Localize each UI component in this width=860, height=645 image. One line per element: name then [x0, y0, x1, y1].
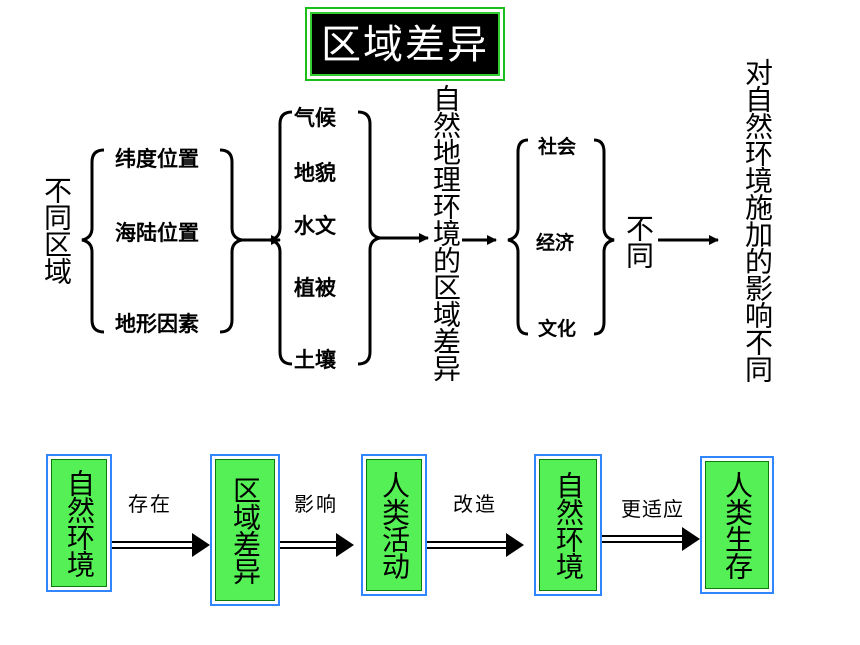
brace-factors-right	[219, 148, 243, 334]
element-vegetation: 植被	[294, 276, 336, 300]
flow-box-regional-diff: 区域差异	[210, 454, 280, 606]
flow-box-natural-env-2: 自然环境	[534, 454, 602, 596]
flow-label-influence: 影响	[294, 492, 338, 516]
flow-arrow-4	[600, 527, 700, 551]
label-different: 不同	[622, 214, 655, 268]
flow-label-transform: 改造	[453, 492, 497, 516]
flow-arrow-2	[280, 533, 354, 557]
flow-arrow-1	[112, 533, 210, 557]
flow-arrow-3	[426, 533, 524, 557]
aspect-culture: 文化	[538, 318, 577, 340]
element-hydrology: 水文	[294, 214, 336, 238]
flow-box-natural-env-1: 自然环境	[46, 454, 112, 592]
flow-box-text: 自然环境	[552, 471, 585, 579]
flow-box-text: 人类活动	[378, 471, 411, 579]
flow-box-text: 区域差异	[229, 476, 262, 584]
factor-terrain: 地形因素	[115, 312, 199, 336]
label-final-impact: 对自然环境施加的影响不同	[741, 58, 774, 382]
flow-box-human-activity: 人类活动	[361, 454, 427, 596]
brace-aspects-left	[507, 138, 529, 336]
brace-factors-left	[81, 148, 105, 334]
flow-box-text: 自然环境	[63, 469, 96, 577]
aspect-economy: 经济	[536, 232, 575, 254]
brace-elements-left	[269, 110, 293, 366]
diagram-title: 区域差异	[310, 12, 500, 76]
flow-label-exist: 存在	[128, 492, 172, 516]
element-soil: 土壤	[294, 348, 336, 372]
aspect-society: 社会	[538, 136, 577, 158]
flow-box-human-survival: 人类生存	[700, 456, 774, 594]
element-landform: 地貌	[294, 161, 336, 185]
label-regional-difference: 自然地理环境的区域差异	[429, 84, 462, 381]
brace-aspects-right	[593, 138, 615, 336]
title-frame: 区域差异	[305, 7, 505, 81]
factor-latitude: 纬度位置	[115, 147, 199, 171]
factor-land-sea: 海陆位置	[115, 221, 199, 245]
flow-label-adapt: 更适应	[621, 497, 684, 521]
label-different-regions: 不同区域	[40, 176, 73, 284]
element-climate: 气候	[294, 106, 336, 130]
flow-box-text: 人类生存	[721, 471, 754, 579]
brace-elements-right	[357, 110, 381, 366]
